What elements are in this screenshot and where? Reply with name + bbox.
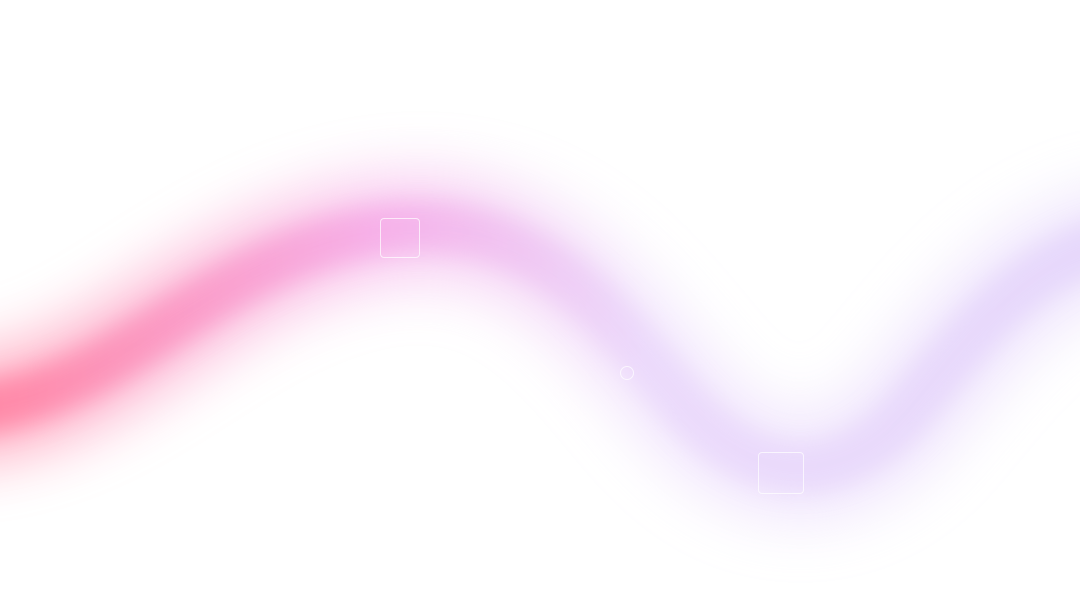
ghost-frame-shape: [758, 452, 804, 494]
ghost-square-shape: [380, 218, 420, 258]
wave-core: [0, 201, 1080, 493]
ghost-circle-shape: [620, 366, 634, 380]
